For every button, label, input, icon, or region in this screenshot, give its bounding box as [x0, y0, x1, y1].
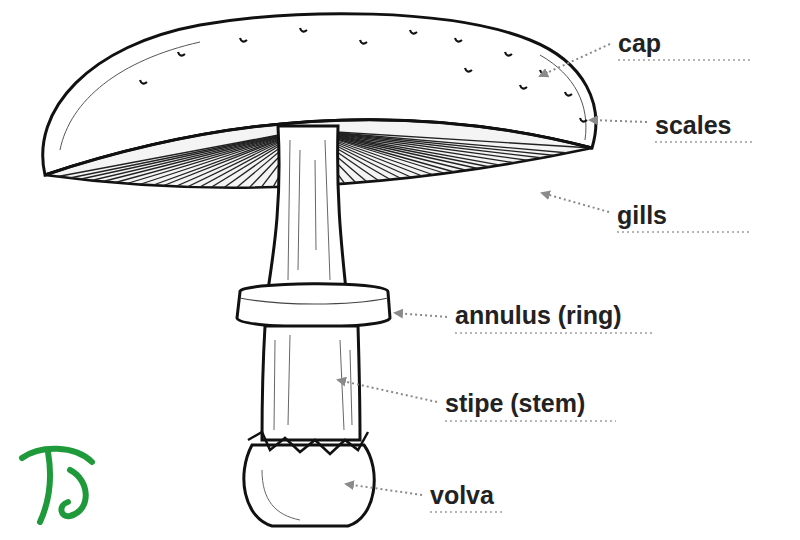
- scale-marks: [140, 28, 587, 122]
- logo: [22, 449, 92, 522]
- part-label: annulus (ring): [455, 300, 622, 330]
- cap-shading: [540, 55, 586, 140]
- stem-lower: [262, 326, 360, 440]
- label-underlines: [430, 60, 752, 512]
- stem-texture: [274, 335, 352, 430]
- part-label: scales: [655, 110, 731, 140]
- part-label: volva: [430, 480, 494, 510]
- part-label: cap: [618, 28, 661, 58]
- volva-edge: [248, 432, 368, 454]
- annulus-fold: [240, 298, 388, 304]
- leader-lines: [338, 44, 647, 495]
- cap-shading: [60, 42, 200, 150]
- volva-shape: [244, 445, 374, 526]
- stem-upper: [268, 126, 346, 290]
- part-label: gills: [617, 200, 667, 230]
- annulus-shape: [237, 284, 390, 327]
- part-label: stipe (stem): [445, 388, 585, 418]
- volva-shading: [262, 470, 300, 520]
- stem-texture: [288, 140, 330, 280]
